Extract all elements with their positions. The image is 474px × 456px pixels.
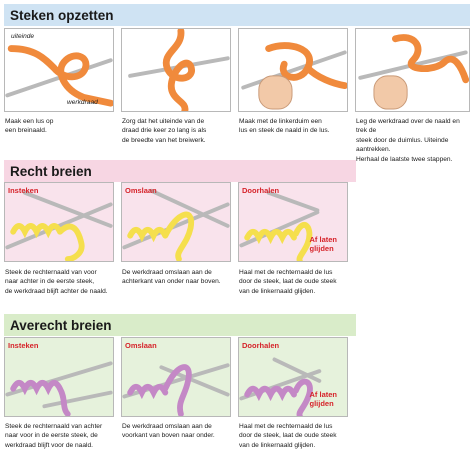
knit-wrap-illustration bbox=[122, 188, 230, 261]
knit-insert-illustration bbox=[5, 190, 113, 261]
cast-on-step-4-image bbox=[355, 28, 470, 112]
purl-step-1-label: Insteken bbox=[8, 341, 39, 350]
yarn-loop-illustration bbox=[5, 45, 113, 107]
knit-step-1-label: Insteken bbox=[8, 186, 39, 195]
cast-on-caption-4: Leg de werkdraad over de naald en trek d… bbox=[356, 118, 460, 163]
yarn-knot-illustration bbox=[128, 29, 230, 111]
knit-step-3-label: Doorhalen bbox=[242, 186, 280, 195]
knit-pull-through-illustration bbox=[239, 190, 320, 261]
purl-header: Averecht breien bbox=[4, 314, 356, 336]
thumb-loop-illustration bbox=[241, 42, 347, 110]
purl-pull-through-illustration bbox=[239, 357, 322, 416]
purl-step-3-label: Doorhalen bbox=[242, 341, 280, 350]
purl-wrap-illustration bbox=[122, 363, 230, 416]
cast-on-step-3-image bbox=[238, 28, 348, 112]
purl-step-1-image: Insteken bbox=[4, 337, 114, 417]
cast-on-step-2-image bbox=[121, 28, 231, 112]
tail-label: uiteinde bbox=[11, 33, 35, 40]
cast-on-header: Steken opzetten bbox=[4, 4, 470, 26]
cast-on-step-1-image: uiteinde werkdraad bbox=[4, 28, 114, 112]
cast-on-title: Steken opzetten bbox=[10, 7, 114, 23]
purl-step-2-label: Omslaan bbox=[125, 341, 157, 350]
knit-step-1-image: Insteken bbox=[4, 182, 114, 262]
knit-title: Recht breien bbox=[10, 163, 92, 179]
knit-step-2-image: Omslaan bbox=[121, 182, 231, 262]
knit-header: Recht breien bbox=[4, 160, 356, 182]
working-yarn-label: werkdraad bbox=[67, 99, 98, 106]
thumb-pull-illustration bbox=[358, 34, 469, 110]
purl-insert-illustration bbox=[5, 361, 113, 416]
purl-step-2-image: Omslaan bbox=[121, 337, 231, 417]
knit-step-2-label: Omslaan bbox=[125, 186, 157, 195]
purl-title: Averecht breien bbox=[10, 317, 112, 333]
